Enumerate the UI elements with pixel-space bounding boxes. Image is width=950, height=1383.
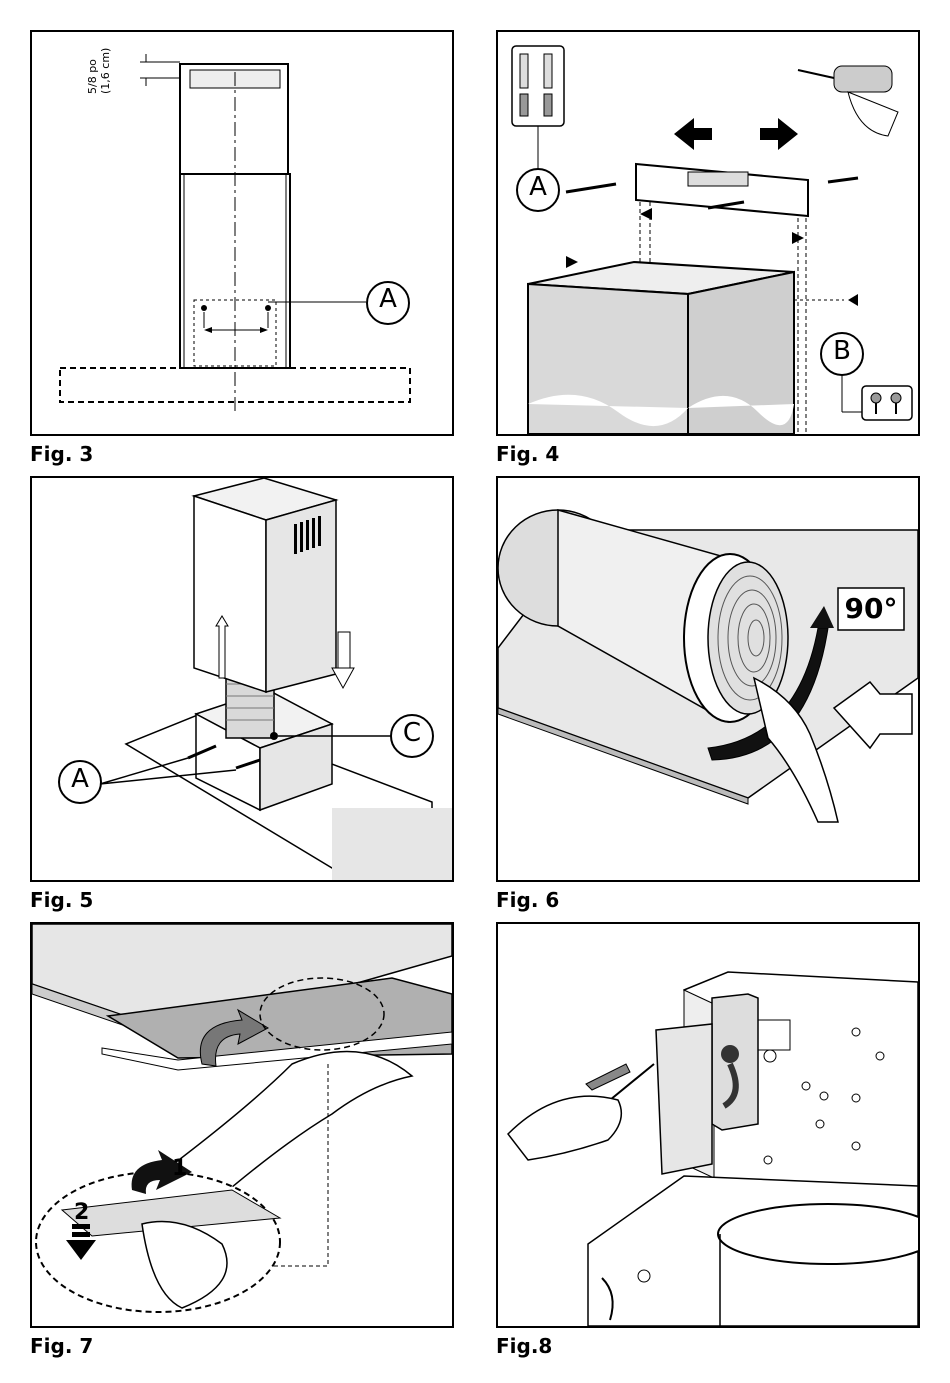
- figure-7-panel: 1 2: [30, 922, 454, 1328]
- figure-6-panel: 90°: [496, 476, 920, 882]
- figure-8-illustration: [498, 924, 918, 1326]
- figure-5-illustration: [32, 478, 452, 880]
- figure-3-caption: Fig. 3: [30, 442, 93, 466]
- figure-8-caption: Fig.8: [496, 1334, 552, 1358]
- figure-8-panel: [496, 922, 920, 1328]
- figure-4-illustration: [498, 32, 918, 434]
- figure-4-panel: A B: [496, 30, 920, 436]
- step-1-label: 1: [172, 1156, 187, 1181]
- figure-7-illustration: [32, 924, 452, 1326]
- dimension-inches: 5/8 po: [86, 48, 99, 94]
- figure-3-panel: A 5/8 po (1,6 cm): [30, 30, 454, 436]
- callout-a: A: [518, 172, 558, 202]
- figure-6-caption: Fig. 6: [496, 888, 559, 912]
- step-2-label: 2: [74, 1200, 89, 1225]
- dimension-cm: (1,6 cm): [99, 48, 112, 94]
- figure-4-caption: Fig. 4: [496, 442, 559, 466]
- callout-a: A: [60, 764, 100, 794]
- callout-b: B: [822, 336, 862, 366]
- callout-a: A: [368, 284, 408, 314]
- figure-6-illustration: [498, 478, 918, 880]
- figure-5-caption: Fig. 5: [30, 888, 93, 912]
- figure-7-caption: Fig. 7: [30, 1334, 93, 1358]
- figure-5-panel: A C: [30, 476, 454, 882]
- dimension-label: 5/8 po (1,6 cm): [86, 48, 112, 94]
- callout-c: C: [392, 718, 432, 748]
- rotation-angle-label: 90°: [838, 592, 904, 625]
